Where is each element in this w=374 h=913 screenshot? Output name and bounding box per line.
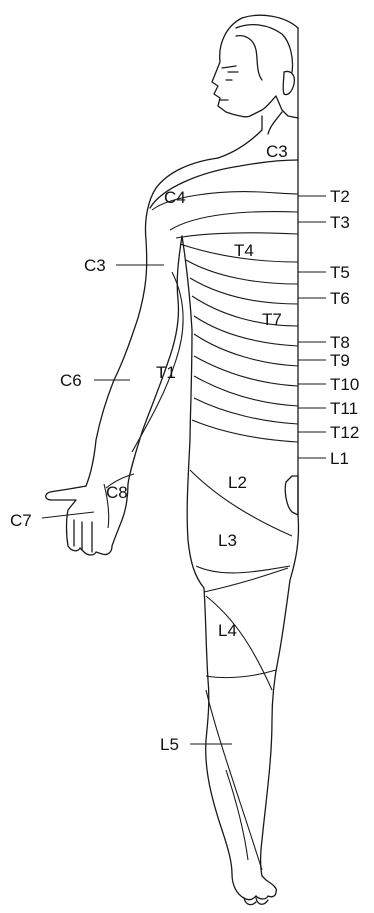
label-t8: T8 (330, 333, 350, 352)
label-t3: T3 (330, 213, 350, 232)
label-l2: L2 (228, 473, 247, 492)
label-t12: T12 (330, 423, 359, 442)
label-t2: T2 (330, 187, 350, 206)
label-t1: T1 (156, 363, 176, 382)
label-c8: C8 (106, 483, 128, 502)
foot-outline (232, 874, 276, 900)
head-outline (212, 15, 298, 118)
leader-lines (42, 196, 326, 744)
label-c3-neck: C3 (266, 142, 288, 161)
label-t5: T5 (330, 263, 350, 282)
label-t10: T10 (330, 375, 359, 394)
label-l4: L4 (218, 621, 237, 640)
label-t9: T9 (330, 351, 350, 370)
label-t6: T6 (330, 289, 350, 308)
label-t11: T11 (330, 399, 358, 418)
label-c3-arm: C3 (84, 256, 106, 275)
label-l5: L5 (160, 735, 179, 754)
ear-outline (283, 72, 294, 95)
label-c6: C6 (60, 371, 82, 390)
label-l3: L3 (218, 531, 237, 550)
label-l1: L1 (330, 449, 349, 468)
label-c4: C4 (164, 188, 186, 207)
label-t4: T4 (234, 241, 254, 260)
body-outline (46, 15, 299, 904)
label-t7: T7 (262, 310, 282, 329)
dermatome-labels: C3 C4 C3 C6 T1 C7 C8 T2 T3 T4 T5 T6 T7 T… (10, 142, 359, 754)
label-c7: C7 (10, 511, 32, 530)
